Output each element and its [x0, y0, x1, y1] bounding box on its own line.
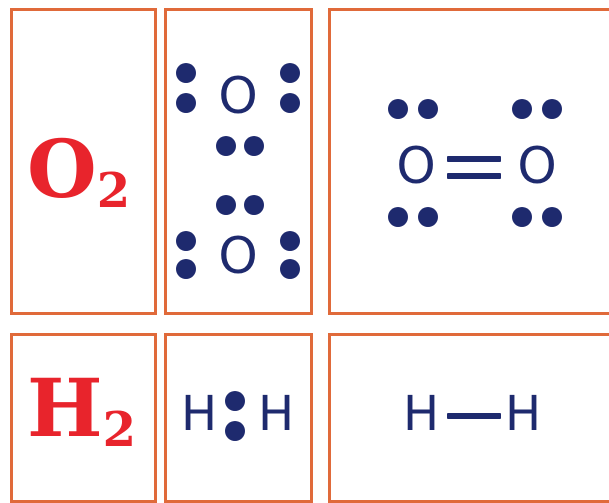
o2-structural-cell: O O — [328, 8, 609, 315]
o2-structural-atom-right: O — [517, 137, 557, 195]
o2-formula-element: O — [27, 122, 97, 216]
o2-lewis-lone-pair-dot — [280, 63, 300, 83]
h2-structural-atom-right: H — [504, 386, 542, 442]
h2-single-bond-line — [447, 413, 501, 419]
o2-structural-lone-pair-dot — [418, 99, 438, 119]
o2-lewis-lone-pair-dot — [280, 259, 300, 279]
o2-lewis-shared-pair-dot — [216, 195, 236, 215]
o2-lewis-atom-bottom: O — [218, 227, 258, 285]
h2-lewis-atom-left: H — [180, 386, 218, 442]
o2-lewis-lone-pair-dot — [176, 231, 196, 251]
o2-formula-subscript: 2 — [96, 163, 131, 219]
h2-lewis-dot-cell: H H — [164, 333, 313, 503]
o2-structural-lone-pair-dot — [542, 207, 562, 227]
o2-lewis-lone-pair-dot — [280, 93, 300, 113]
o2-double-bond-line — [447, 156, 501, 162]
o2-lewis-lone-pair-dot — [176, 63, 196, 83]
o2-formula-cell: O2 — [10, 8, 157, 315]
o2-lewis-dot-cell: O O — [164, 8, 313, 315]
h2-structural-cell: H H — [328, 333, 609, 503]
h2-formula: H2 — [27, 368, 136, 454]
o2-structural-lone-pair-dot — [388, 99, 408, 119]
o2-lewis-shared-pair-dot — [244, 195, 264, 215]
h2-formula-cell: H2 — [10, 333, 157, 503]
o2-formula: O2 — [27, 129, 130, 215]
h2-formula-element: H — [27, 361, 103, 455]
h2-lewis-shared-pair-dot — [225, 391, 245, 411]
o2-double-bond-line — [447, 173, 501, 179]
o2-lewis-shared-pair-dot — [216, 136, 236, 156]
o2-lewis-lone-pair-dot — [280, 231, 300, 251]
h2-lewis-shared-pair-dot — [225, 421, 245, 441]
h2-structural-atom-left: H — [402, 386, 440, 442]
o2-lewis-lone-pair-dot — [176, 259, 196, 279]
o2-structural-lone-pair-dot — [388, 207, 408, 227]
h2-lewis-atom-right: H — [257, 386, 295, 442]
o2-lewis-shared-pair-dot — [244, 136, 264, 156]
o2-structural-lone-pair-dot — [542, 99, 562, 119]
o2-lewis-atom-top: O — [218, 67, 258, 125]
o2-structural-lone-pair-dot — [512, 99, 532, 119]
o2-structural-atom-left: O — [396, 137, 436, 195]
o2-structural-lone-pair-dot — [418, 207, 438, 227]
o2-lewis-lone-pair-dot — [176, 93, 196, 113]
o2-structural-lone-pair-dot — [512, 207, 532, 227]
h2-formula-subscript: 2 — [102, 402, 136, 458]
